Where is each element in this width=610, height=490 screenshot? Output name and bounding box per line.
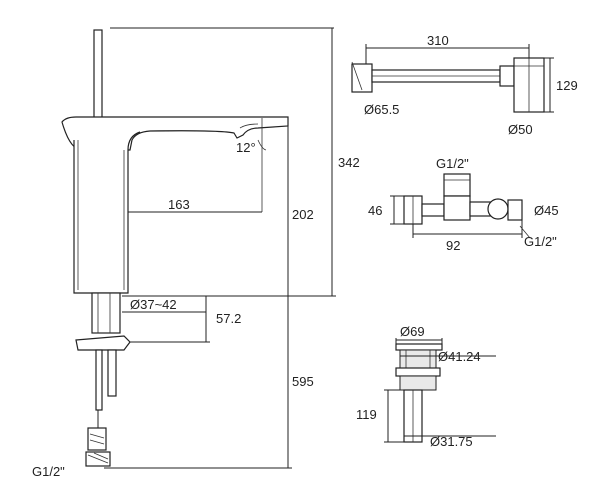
valve-body — [443, 195, 471, 221]
waste-nut — [395, 367, 441, 377]
dim-label-tail: Ø31.75 — [430, 434, 473, 449]
fixing-rod — [95, 349, 103, 411]
dim-label-flange: Ø65.5 — [364, 102, 399, 117]
dim-label-163: 163 — [168, 197, 190, 212]
aerator-line — [239, 123, 259, 129]
hose-fitting — [87, 427, 107, 451]
flange-leader — [351, 61, 363, 91]
mounting-shank — [91, 292, 121, 334]
valve-wall-nut — [507, 199, 523, 221]
valve-stem — [421, 203, 445, 217]
dim-label-46: 46 — [368, 203, 382, 218]
inlet-nut-thread — [87, 452, 109, 464]
dim-label-202: 202 — [292, 207, 314, 222]
faucet-drawing: 342 202 163 12° Ø37~42 57.2 595 G1/2" — [32, 27, 360, 479]
dim-label-valve-thread-top: G1/2" — [436, 156, 469, 171]
dim-label-body: Ø50 — [508, 122, 533, 137]
waste-body — [399, 349, 437, 369]
dim-label-57: 57.2 — [216, 311, 241, 326]
dim-label-310: 310 — [427, 33, 449, 48]
dim-label-92: 92 — [446, 238, 460, 253]
fixing-plate — [75, 335, 131, 351]
waste-thread — [399, 375, 437, 391]
wall-flange — [351, 63, 373, 93]
faucet-lever — [93, 29, 103, 123]
dim-label-body: Ø41.24 — [438, 349, 481, 364]
dim-label-119: 119 — [356, 407, 377, 422]
dim-label-inlet: G1/2" — [32, 464, 65, 479]
pop-up-waste-drawing: Ø69 Ø41.24 119 Ø31.75 — [356, 324, 496, 449]
angle-valve-drawing: G1/2" 46 92 Ø45 G1/2" — [368, 156, 559, 253]
hose-fitting-thread — [89, 433, 105, 445]
waste-cap — [395, 343, 443, 351]
dim-label-342: 342 — [338, 155, 360, 170]
bottle-trap-drawing: 310 129 Ø65.5 Ø50 — [351, 33, 578, 137]
outlet-leader — [519, 225, 531, 239]
dim-label-129: 129 — [556, 78, 578, 93]
faucet-body — [73, 131, 141, 294]
dim-label-valve-outlet: G1/2" — [524, 234, 557, 249]
dim-label-hole: Ø37~42 — [130, 297, 177, 312]
dim-label-595: 595 — [292, 374, 314, 389]
trap-nut — [499, 65, 515, 87]
dim-label-valve-flange: Ø45 — [534, 203, 559, 218]
dim-label-cap: Ø69 — [400, 324, 425, 339]
valve-inlet — [443, 173, 471, 197]
dim-label-angle: 12° — [236, 140, 256, 155]
valve-flange — [487, 198, 509, 220]
supply-hose-nut — [107, 349, 117, 397]
